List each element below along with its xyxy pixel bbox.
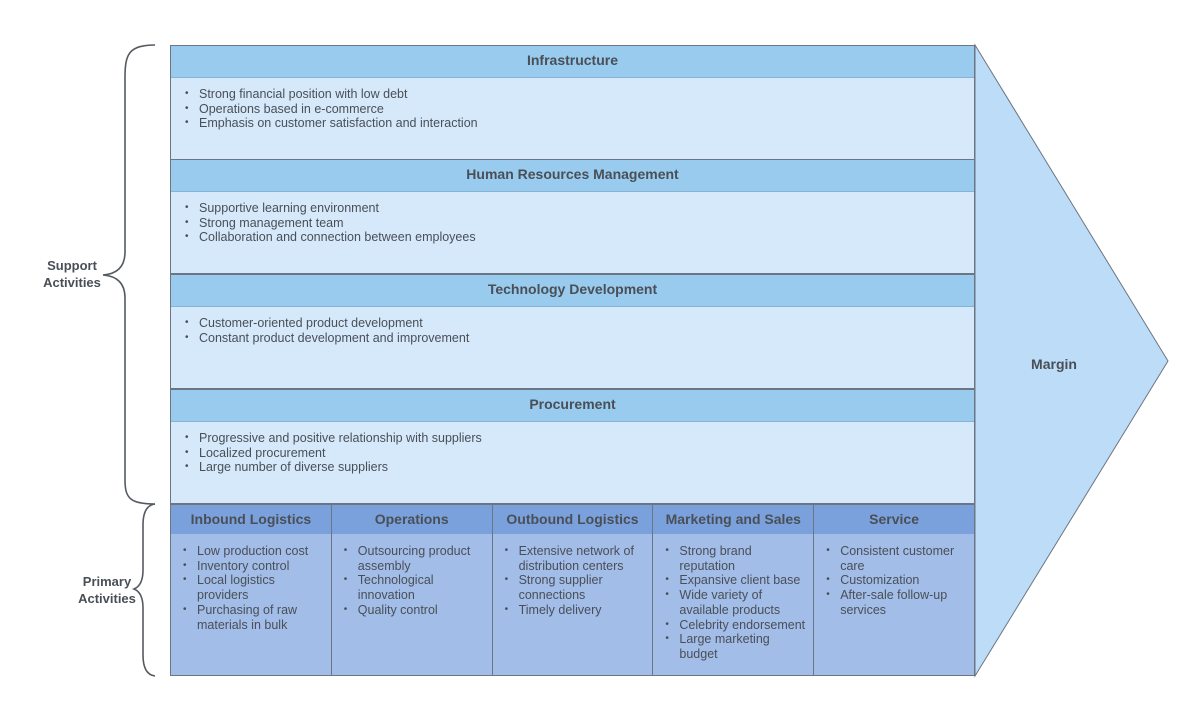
primary-activity-list: Strong brand reputation Expansive client… <box>653 534 813 662</box>
list-item: Localized procurement <box>185 446 974 461</box>
support-brace <box>102 44 156 505</box>
list-item: Low production cost <box>183 544 325 559</box>
list-item: Outsourcing product assembly <box>344 544 486 573</box>
list-item: Quality control <box>344 603 486 618</box>
list-item: Constant product development and improve… <box>185 331 974 346</box>
primary-activities-row: Inbound Logistics Low production cost In… <box>170 504 975 676</box>
list-item: Wide variety of available products <box>665 588 807 617</box>
primary-activity-list: Outsourcing product assembly Technologic… <box>332 534 492 618</box>
list-item: Celebrity endorsement <box>665 618 807 633</box>
support-activity-list: Strong financial position with low debt … <box>171 78 974 131</box>
list-item: Large marketing budget <box>665 632 807 661</box>
list-item: Collaboration and connection between emp… <box>185 230 974 245</box>
primary-activity-list: Low production cost Inventory control Lo… <box>171 534 331 632</box>
support-activity-title: Infrastructure <box>171 46 974 78</box>
primary-activity-title: Outbound Logistics <box>492 505 653 534</box>
primary-activity-title: Service <box>814 505 974 534</box>
list-item: Technological innovation <box>344 573 486 602</box>
list-item: Timely delivery <box>505 603 647 618</box>
primary-activity-marketing-and-sales: Marketing and Sales Strong brand reputat… <box>653 505 815 675</box>
support-activity-infrastructure: Infrastructure Strong financial position… <box>170 45 975 160</box>
primary-activity-outbound-logistics: Outbound Logistics Extensive network of … <box>492 505 654 675</box>
support-activity-title: Procurement <box>171 390 974 422</box>
list-item: Consistent customer care <box>826 544 968 573</box>
primary-activity-list: Extensive network of distribution center… <box>493 534 653 618</box>
list-item: Supportive learning environment <box>185 201 974 216</box>
list-item: Inventory control <box>183 559 325 574</box>
list-item: Emphasis on customer satisfaction and in… <box>185 116 974 131</box>
list-item: Strong brand reputation <box>665 544 807 573</box>
list-item: Customer-oriented product development <box>185 316 974 331</box>
support-activity-list: Supportive learning environment Strong m… <box>171 192 974 245</box>
support-activity-list: Progressive and positive relationship wi… <box>171 422 974 475</box>
support-activity-human-resources: Human Resources Management Supportive le… <box>170 159 975 274</box>
list-item: Progressive and positive relationship wi… <box>185 431 974 446</box>
primary-activity-title: Marketing and Sales <box>653 505 814 534</box>
primary-activity-inbound-logistics: Inbound Logistics Low production cost In… <box>171 505 332 675</box>
list-item: Expansive client base <box>665 573 807 588</box>
primary-activity-title: Inbound Logistics <box>171 505 331 534</box>
support-activity-procurement: Procurement Progressive and positive rel… <box>170 389 975 504</box>
primary-activities-label: Primary Activities <box>78 574 136 606</box>
support-activity-title: Human Resources Management <box>171 160 974 192</box>
margin-label: Margin <box>1031 356 1077 372</box>
support-activity-technology: Technology Development Customer-oriented… <box>170 274 975 389</box>
list-item: Strong financial position with low debt <box>185 87 974 102</box>
support-activity-list: Customer-oriented product development Co… <box>171 307 974 345</box>
primary-brace <box>131 503 156 677</box>
list-item: After-sale follow-up services <box>826 588 968 617</box>
list-item: Extensive network of distribution center… <box>505 544 647 573</box>
list-item: Operations based in e-commerce <box>185 102 974 117</box>
list-item: Strong management team <box>185 216 974 231</box>
list-item: Local logistics providers <box>183 573 325 602</box>
list-item: Large number of diverse suppliers <box>185 460 974 475</box>
list-item: Strong supplier connections <box>505 573 647 602</box>
support-activity-title: Technology Development <box>171 275 974 307</box>
primary-activity-list: Consistent customer care Customization A… <box>814 534 974 618</box>
primary-activity-title: Operations <box>331 505 492 534</box>
support-activities-label: Support Activities <box>43 258 101 290</box>
list-item: Purchasing of raw materials in bulk <box>183 603 325 632</box>
primary-activity-service: Service Consistent customer care Customi… <box>814 505 974 675</box>
margin-arrow <box>974 43 1169 678</box>
value-chain-body: Infrastructure Strong financial position… <box>170 45 975 676</box>
primary-activity-operations: Operations Outsourcing product assembly … <box>331 505 493 675</box>
list-item: Customization <box>826 573 968 588</box>
